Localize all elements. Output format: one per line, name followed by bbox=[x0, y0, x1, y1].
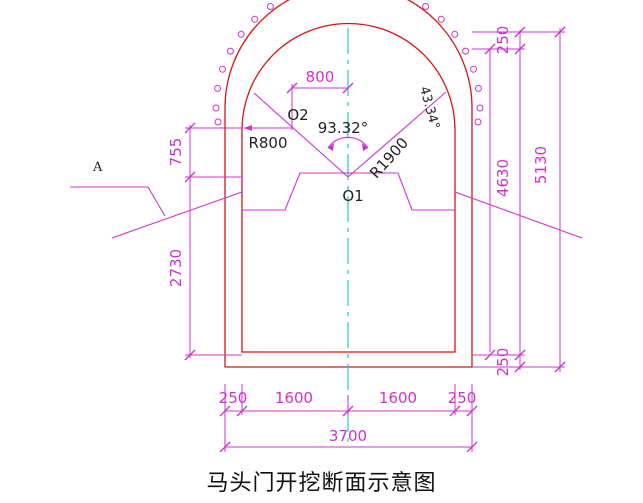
dim-right-half: 1600 bbox=[379, 389, 417, 407]
inner-contour bbox=[241, 22, 456, 353]
bolt-hole bbox=[214, 84, 222, 92]
dim-2730: 2730 bbox=[167, 249, 185, 287]
bolt-hole bbox=[474, 84, 482, 92]
dim-5130: 5130 bbox=[532, 146, 550, 184]
bolt-hole bbox=[451, 30, 459, 38]
bolt-hole bbox=[237, 30, 245, 38]
dim-left-wall: 250 bbox=[219, 389, 248, 407]
radius-left bbox=[253, 92, 349, 178]
bolt-hole bbox=[219, 65, 226, 73]
section-line-right bbox=[454, 191, 583, 239]
bolt-hole bbox=[212, 104, 220, 112]
dim-800: 800 bbox=[306, 68, 335, 86]
label-angle-center: 93.32° bbox=[318, 119, 368, 137]
leader-a-diagonal bbox=[147, 186, 166, 217]
label-o1: O1 bbox=[342, 187, 363, 205]
dim-total-width: 3700 bbox=[329, 427, 367, 445]
dim-4630: 4630 bbox=[494, 159, 512, 197]
bench-profile bbox=[242, 172, 455, 211]
dim-bottom-wall: 250 bbox=[494, 348, 512, 377]
bolt-hole bbox=[226, 47, 234, 55]
label-angle-side: 43.34° bbox=[416, 85, 442, 131]
construction-lines bbox=[70, 91, 583, 239]
label-o2: O2 bbox=[287, 106, 308, 124]
radius-right bbox=[347, 91, 447, 178]
bolt-hole bbox=[251, 15, 259, 23]
bolt-hole bbox=[437, 15, 445, 23]
dim-755: 755 bbox=[167, 138, 185, 167]
bolt-hole bbox=[214, 118, 222, 126]
dim-top-wall: 250 bbox=[494, 26, 512, 55]
dimension-lines bbox=[185, 28, 565, 452]
label-r800: R800 bbox=[248, 134, 287, 152]
bolt-hole bbox=[476, 104, 484, 112]
dimension-ticks bbox=[184, 26, 566, 453]
figure-caption: 马头门开挖断面示意图 bbox=[206, 471, 437, 496]
bolt-hole bbox=[422, 3, 430, 10]
angle-arc bbox=[327, 136, 369, 149]
bolt-hole-ring bbox=[212, 3, 484, 126]
bolt-hole bbox=[462, 47, 470, 55]
bolt-hole bbox=[266, 3, 274, 10]
bolt-hole bbox=[470, 65, 477, 73]
bolt-hole bbox=[474, 118, 482, 126]
outer-contour bbox=[224, 0, 473, 368]
section-line-left bbox=[111, 191, 243, 239]
dim-right-wall: 250 bbox=[448, 389, 477, 407]
excavation-outline bbox=[224, 0, 473, 368]
label-a: A bbox=[92, 160, 103, 175]
dim-left-half: 1600 bbox=[275, 389, 313, 407]
